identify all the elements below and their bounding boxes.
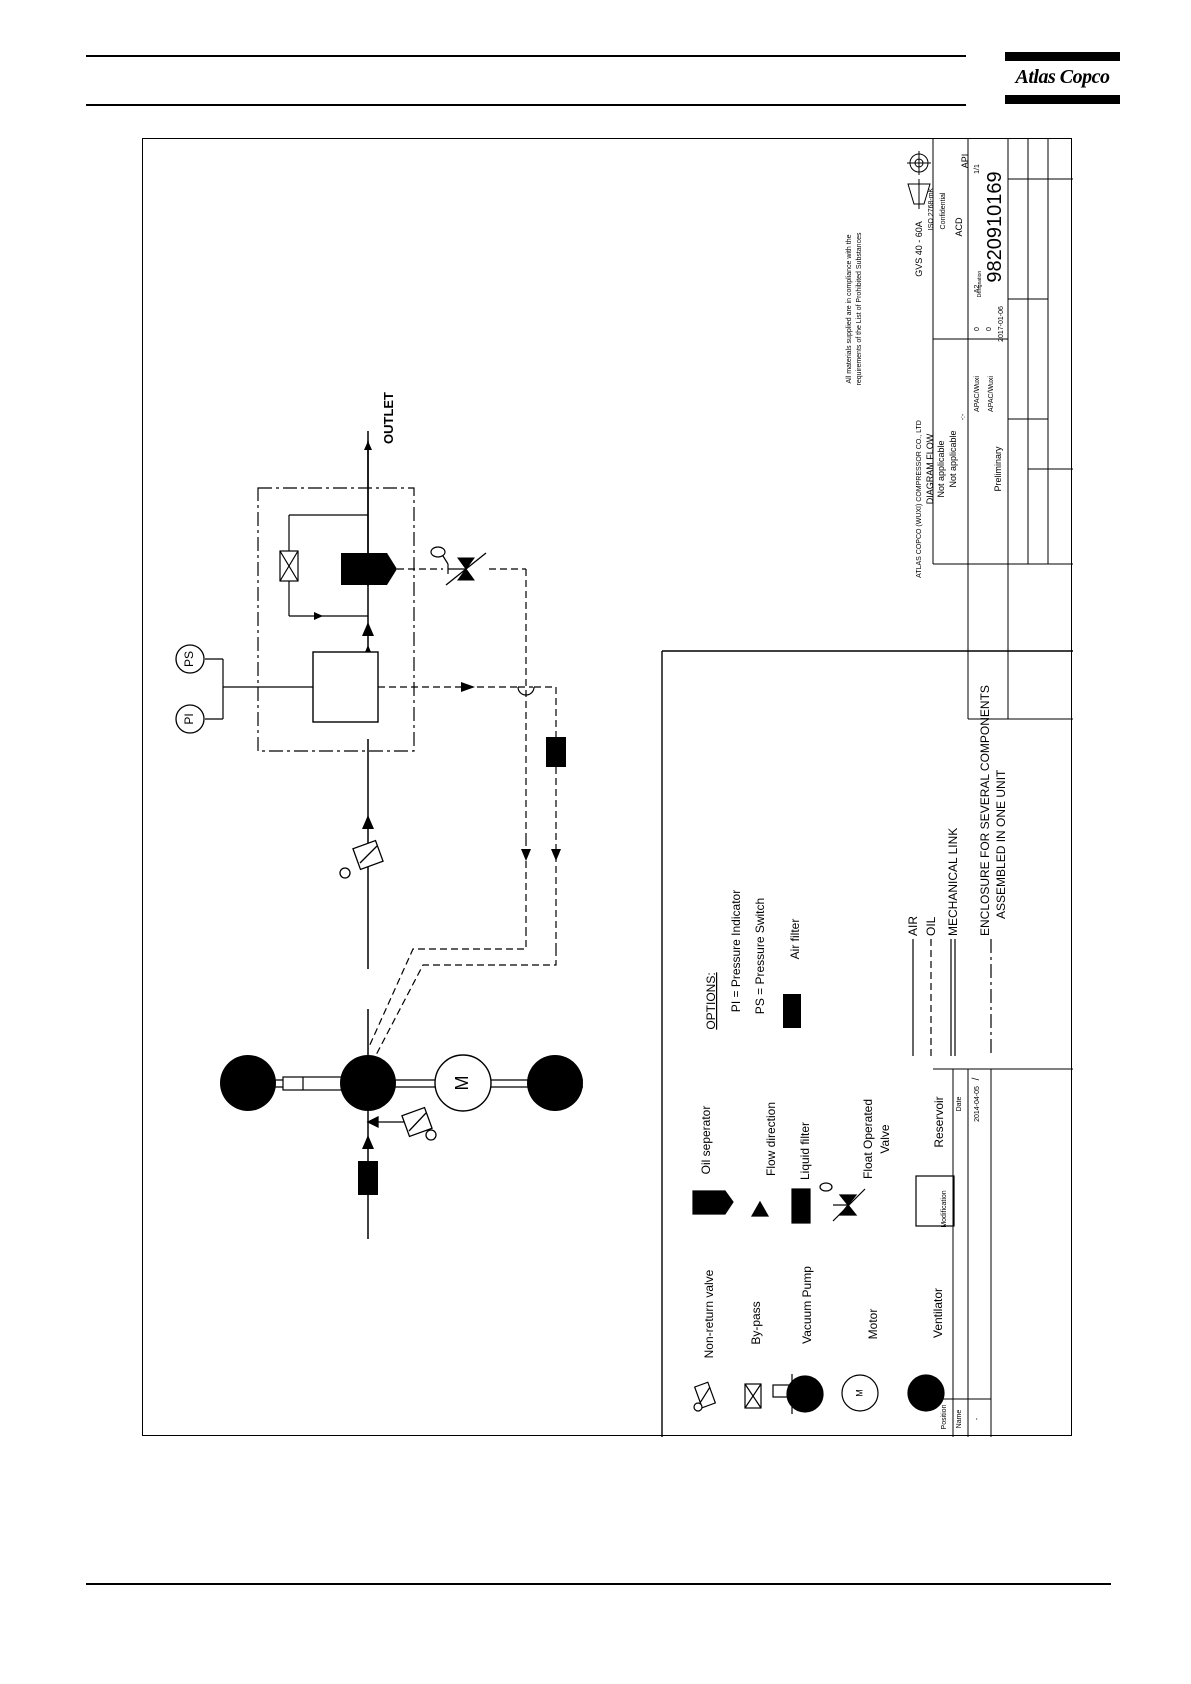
line-label-oil: OIL — [924, 916, 938, 936]
inlet-liquid-filter — [358, 1161, 378, 1195]
tb-date: 2017-01-06 — [998, 306, 1005, 342]
tb-weight: 0 — [974, 327, 981, 331]
tb-mod-date: 2014-04-05 — [974, 1086, 981, 1122]
legend-non-return-valve: Non-return valve — [702, 1269, 716, 1358]
legend-float-valve-2: Valve — [878, 1124, 892, 1153]
tb-sheet: 1/1 — [974, 164, 981, 174]
tb-mod-label: Modification — [941, 1190, 948, 1227]
reservoir — [312, 651, 379, 723]
line-label-mechanical: MECHANICAL LINK — [946, 828, 960, 936]
tb-treatment: Not applicable — [948, 430, 958, 487]
tb-material: Not applicable — [936, 440, 946, 497]
header-rule-bottom — [86, 104, 966, 106]
ventilator-right — [527, 1055, 583, 1111]
legend-reservoir: Reservoir — [932, 1096, 946, 1147]
legend-vacuum-pump: Vacuum Pump — [800, 1266, 814, 1344]
legend-by-pass: By-pass — [749, 1301, 763, 1344]
motor — [434, 1054, 492, 1112]
oil-jump — [517, 686, 535, 696]
options-block: OPTIONS: PI = Pressure Indicator PS = Pr… — [704, 890, 802, 1030]
title-block — [932, 139, 1073, 1437]
legend-motor: Motor — [866, 1309, 880, 1340]
tb-revision: 0 — [986, 327, 993, 331]
options-ps: PS = Pressure Switch — [753, 898, 767, 1014]
line-label-air: AIR — [906, 916, 920, 936]
by-pass — [279, 514, 368, 620]
instrument-line — [205, 658, 313, 720]
header-rule-top — [86, 55, 966, 57]
oil-separator — [341, 553, 397, 585]
tb-title: DIAGRAM FLOW — [925, 433, 935, 504]
motor-symbol: M — [452, 1076, 472, 1091]
legend-liquid-filter: Liquid filter — [798, 1122, 812, 1180]
legend-oil-separator: Oil seperator — [699, 1106, 713, 1175]
legend-flow-direction: Flow direction — [764, 1102, 778, 1176]
tb-designation: Designation — [977, 271, 983, 298]
svg-text:PS: PS — [182, 651, 196, 667]
line-label-enclosure-2: ASSEMBLED IN ONE UNIT — [994, 769, 1008, 919]
drawing-sheet: M PI PS — [142, 138, 1073, 1437]
tb-category: A2 — [974, 285, 981, 294]
tb-status: Preliminary — [993, 446, 1003, 492]
tb-division: APAC/Wuxi — [974, 376, 981, 412]
tb-part-no: 9820910169 — [984, 171, 1006, 282]
tb-type: GVS 40 - 60A — [914, 221, 924, 277]
main-non-return-valve — [339, 839, 384, 879]
svg-text:PI: PI — [182, 713, 196, 724]
projection-symbol — [907, 151, 931, 209]
options-air-filter-symbol — [783, 994, 801, 1028]
line-type-labels: AIR OIL MECHANICAL LINK ENCLOSURE FOR SE… — [906, 685, 1008, 936]
tb-owner: API — [960, 154, 970, 169]
options-pi: PI = Pressure Indicator — [729, 890, 743, 1012]
tb-date-label: Date — [956, 1097, 963, 1112]
oil-lines — [367, 568, 557, 1058]
legend-float-valve-1: Float Operated — [861, 1099, 875, 1179]
oil-flow-arrows — [461, 682, 561, 861]
tb-confidential: Confidential — [940, 192, 947, 229]
flow-diagram: M PI PS — [175, 139, 1073, 1437]
float-operated-valve — [430, 546, 487, 586]
line-label-enclosure-1: ENCLOSURE FOR SEVERAL COMPONENTS — [978, 685, 992, 936]
tb-signature: / — [971, 1077, 982, 1080]
legend-frame — [661, 650, 1073, 1437]
legend-ventilator: Ventilator — [931, 1288, 945, 1338]
options-air-filter: Air filter — [788, 919, 802, 960]
tb-note-2: requirements of the List of Prohibited S… — [856, 232, 863, 385]
outlet-label: OUTLET — [381, 392, 396, 444]
tb-pos-label: Position — [941, 1404, 948, 1429]
legend-labels: Non-return valve By-pass Vacuum Pump Mot… — [699, 1096, 946, 1358]
page-header: Atlas Copco — [0, 0, 1191, 120]
tb-drawn-by: APAC/Wuxi — [988, 376, 995, 412]
legend-motor-symbol: M — [854, 1389, 864, 1397]
options-title: OPTIONS: — [704, 972, 718, 1029]
tb-note-1: All materials supplied are in compliance… — [846, 234, 853, 383]
tb-scale: -:- — [960, 413, 967, 420]
tb-name-label: Name — [956, 1410, 963, 1429]
ps-instrument: PS — [175, 644, 205, 674]
vacuum-pump — [340, 1055, 396, 1111]
title-block-text: All materials supplied are in compliance… — [846, 154, 1006, 1430]
tb-reference: ACD — [954, 217, 964, 237]
pi-instrument: PI — [175, 704, 205, 734]
atlas-copco-logo: Atlas Copco — [1005, 52, 1120, 106]
ventilator-left — [220, 1055, 276, 1111]
legend-symbols — [692, 1175, 955, 1414]
line-type-legend — [912, 939, 992, 1056]
tb-tolerance: ISO 2768-mK — [928, 187, 935, 230]
footer-rule — [86, 1583, 1111, 1585]
oil-liquid-filter — [546, 737, 566, 767]
tb-mod-no: - — [974, 1417, 981, 1420]
enclosure — [257, 487, 415, 752]
pump-non-return-valve — [366, 1106, 437, 1141]
tb-company: ATLAS COPCO (WUXI) COMPRESSOR CO., LTD — [916, 420, 923, 578]
logo-wordmark: Atlas Copco — [1015, 66, 1110, 88]
